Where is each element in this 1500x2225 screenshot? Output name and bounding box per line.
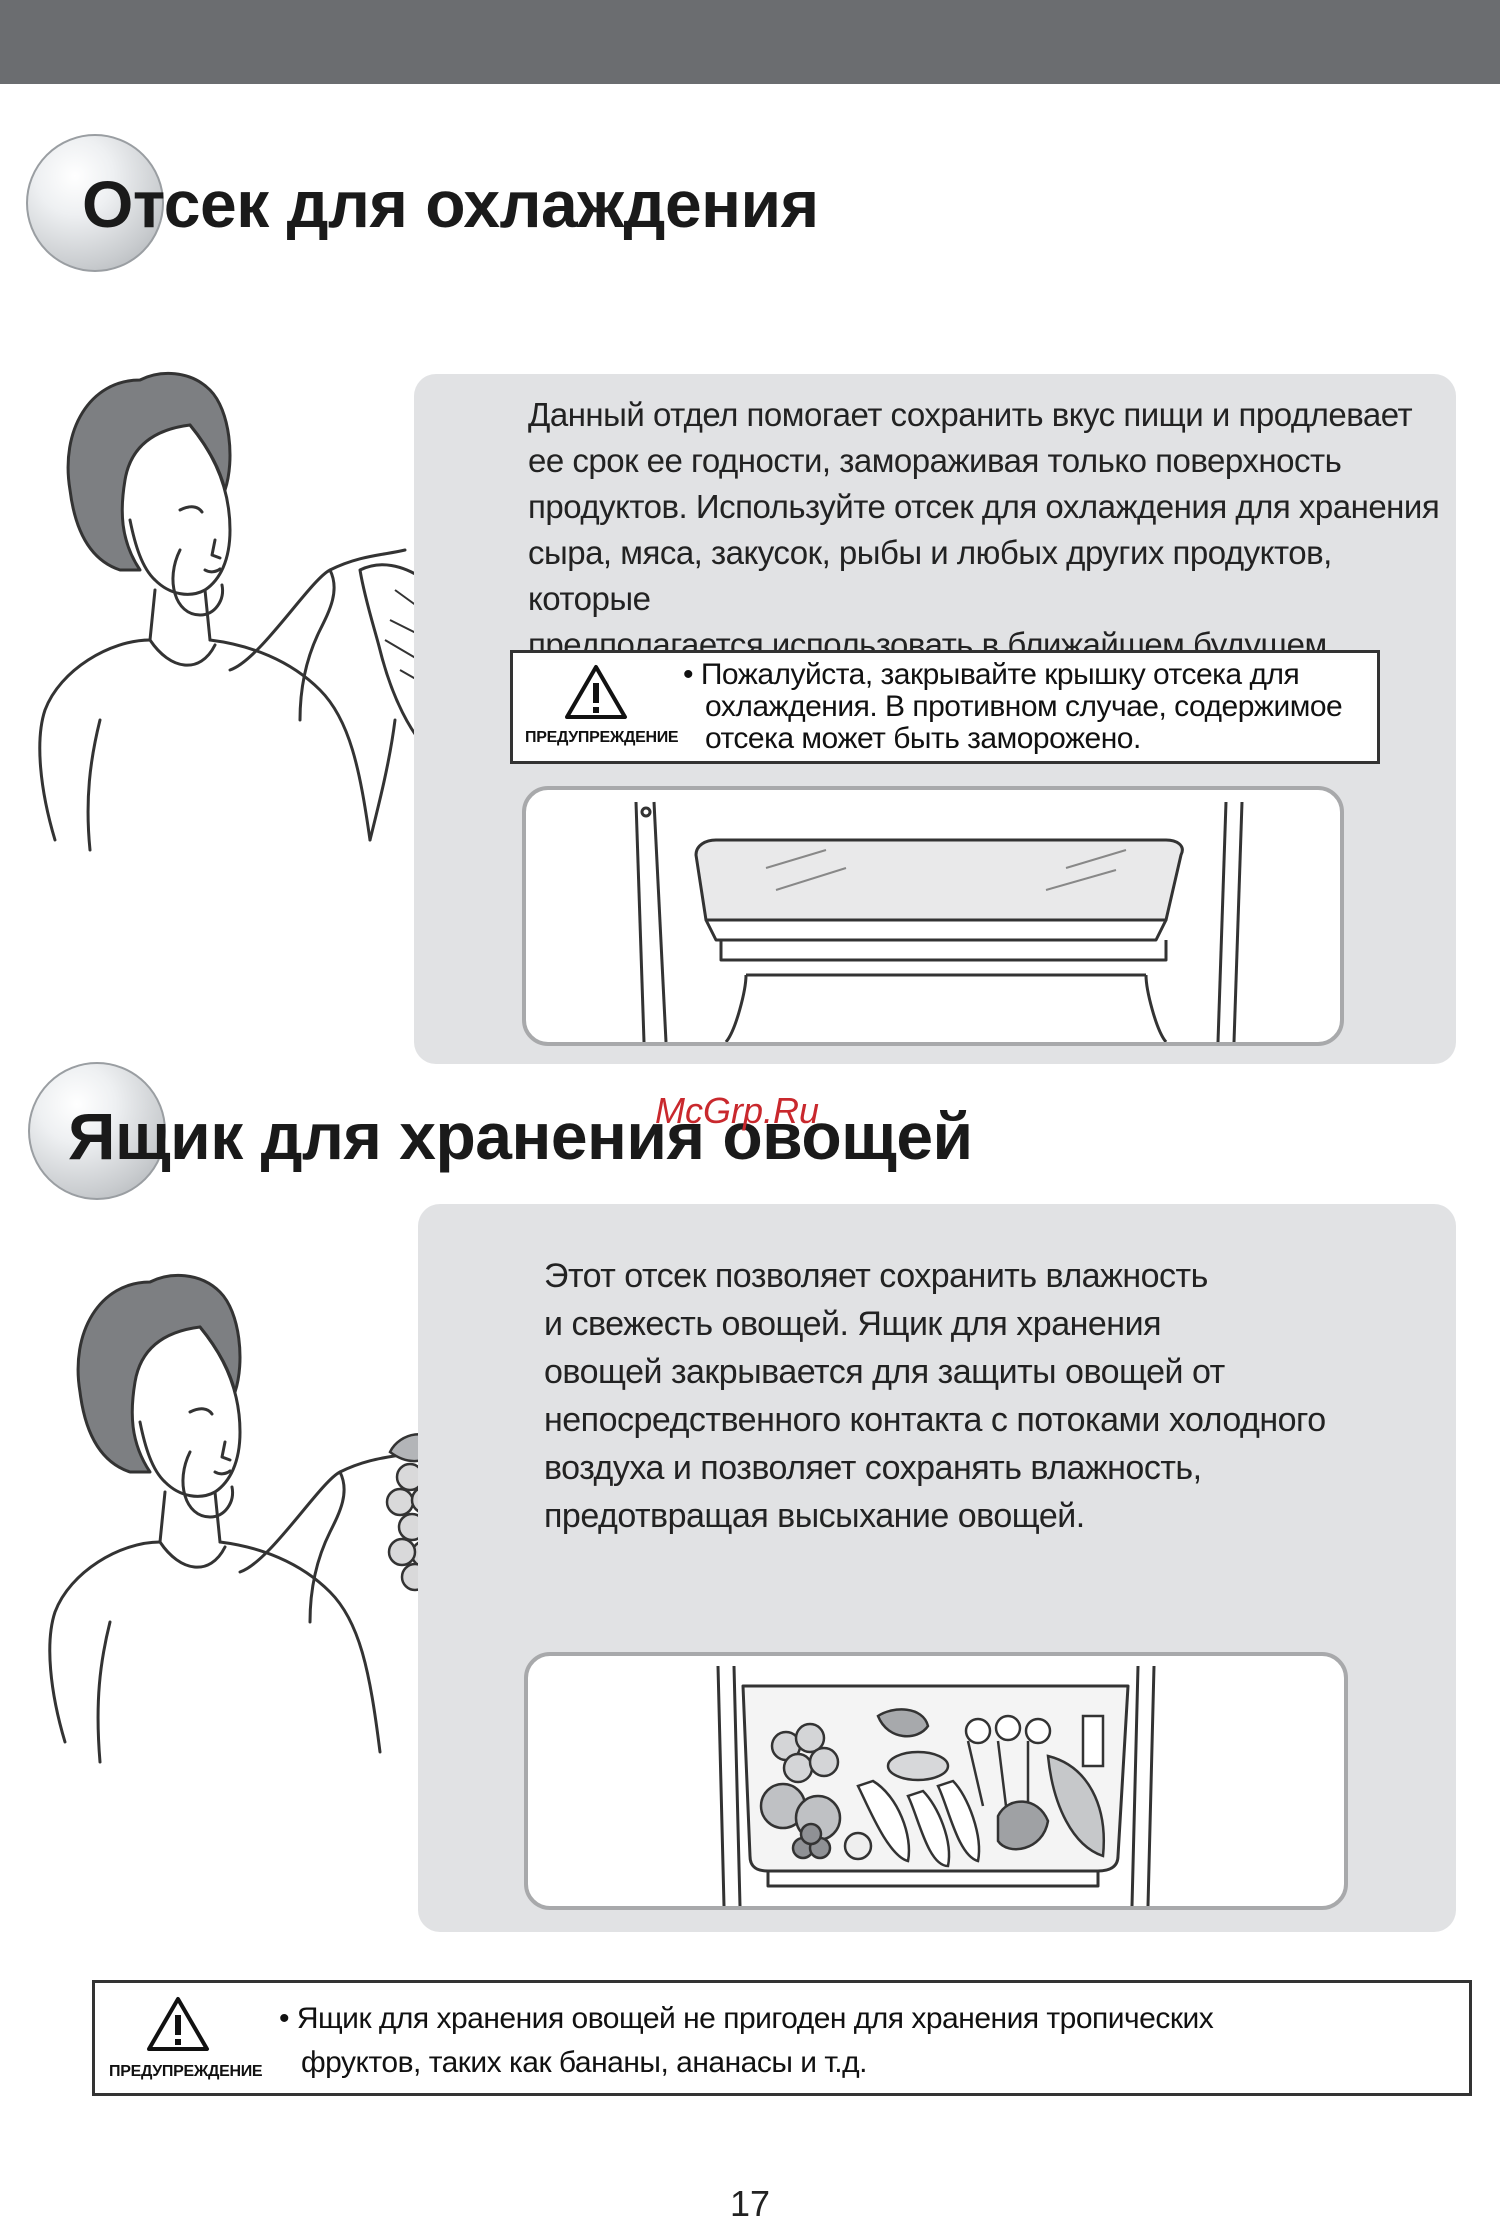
description-line: продуктов. Используйте отсек для охлажде… (528, 488, 1440, 525)
chill-warning-box: ПРЕДУПРЕЖДЕНИЕ • Пожалуйста, закрывайте … (510, 650, 1380, 764)
description-line: воздуха и позволяет сохранять влажность, (544, 1449, 1202, 1487)
warning-triangle-icon (565, 665, 627, 719)
section-title-vegetable: Ящик для хранения овощей (68, 1099, 973, 1173)
warning-label: ПРЕДУПРЕЖДЕНИЕ (109, 2063, 263, 2080)
warning-line: • Пожалуйста, закрывайте крышку отсека д… (683, 658, 1300, 691)
description-line: Данный отдел помогает сохранить вкус пищ… (528, 396, 1413, 433)
warning-text: • Пожалуйста, закрывайте крышку отсека д… (683, 658, 1343, 755)
chill-compartment-illustration (522, 786, 1344, 1046)
chill-description: Данный отдел помогает сохранить вкус пищ… (528, 392, 1448, 668)
page-number: 17 (729, 2183, 771, 2224)
warning-label: ПРЕДУПРЕЖДЕНИЕ (525, 729, 679, 746)
section-bullet-icon (28, 1062, 166, 1200)
description-line: непосредственного контакта с потоками хо… (544, 1401, 1326, 1439)
description-line: сыра, мяса, закусок, рыбы и любых других… (528, 534, 1332, 617)
warning-line: отсека может быть заморожено. (705, 722, 1141, 755)
warning-line: • Ящик для хранения овощей не пригоден д… (279, 2002, 1214, 2035)
description-line: и свежесть овощей. Ящик для хранения (544, 1305, 1161, 1343)
top-header-bar (0, 0, 1500, 84)
warning-line: охлаждения. В противном случае, содержим… (705, 690, 1343, 723)
section-bullet-icon (26, 134, 164, 272)
description-line: ее срок ее годности, замораживая только … (528, 442, 1342, 479)
warning-triangle-icon (147, 1997, 209, 2051)
section-title-chill: Отсек для охлаждения (82, 167, 819, 241)
watermark-text: McGrp.Ru (655, 1090, 820, 1131)
warning-text: • Ящик для хранения овощей не пригоден д… (279, 1997, 1214, 2085)
bottom-warning-box: ПРЕДУПРЕЖДЕНИЕ • Ящик для хранения овоще… (92, 1980, 1472, 2096)
vegetable-drawer-drawing (716, 1665, 1156, 1906)
warning-line: фруктов, таких как бананы, ананасы и т.д… (301, 2046, 867, 2079)
vegetable-drawer-illustration (524, 1652, 1348, 1910)
vegetable-description: Этот отсек позволяет сохранить влажность… (544, 1252, 1444, 1540)
chill-drawer-drawing (634, 801, 1244, 1042)
description-line: овощей закрывается для защиты овощей от (544, 1353, 1225, 1391)
description-line: предотвращая высыхание овощей. (544, 1497, 1085, 1535)
description-line: Этот отсек позволяет сохранить влажность (544, 1257, 1208, 1295)
